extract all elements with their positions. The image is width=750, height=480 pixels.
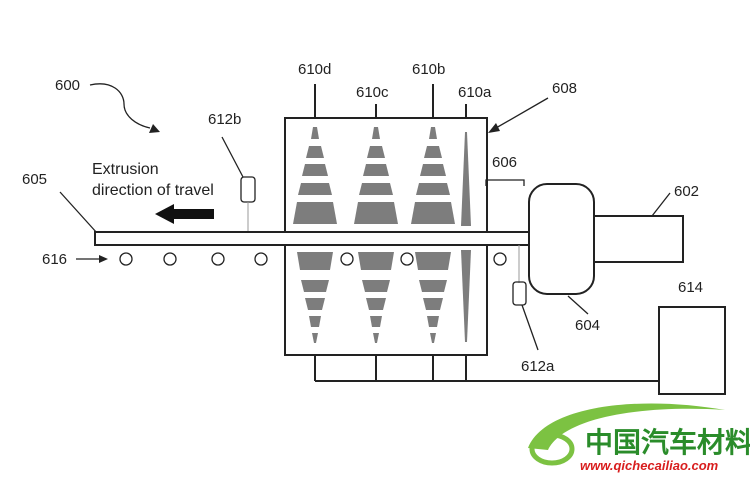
label-602: 602 [674, 183, 699, 200]
roller [340, 252, 354, 266]
leader-600-arrowhead [149, 124, 160, 133]
leader-608 [495, 97, 549, 129]
controller-614 [658, 306, 726, 395]
leader-608-arrowhead [488, 123, 500, 133]
watermark-ring [529, 432, 575, 466]
label-606: 606 [492, 154, 517, 171]
travel-arrow-head [155, 204, 174, 224]
label-600: 600 [55, 77, 80, 94]
roller [163, 252, 177, 266]
die-604 [528, 183, 595, 295]
heater-610b-lower-cone [415, 252, 451, 343]
watermark-brand: 中国汽车材料网 [585, 426, 750, 459]
leader-616-arrowhead [99, 255, 108, 263]
control-wiring [314, 355, 659, 382]
sensor-612a [512, 281, 527, 306]
caption-line-2: direction of travel [92, 182, 214, 199]
label-610d: 610d [298, 61, 331, 78]
heater-610d-lower-cone [297, 252, 333, 343]
leader-612b [221, 136, 244, 178]
label-612a: 612a [521, 358, 555, 375]
sensor-612b [240, 176, 256, 203]
heater-610b-upper-cone [411, 127, 455, 224]
watermark-swoosh [528, 403, 725, 450]
label-610a: 610a [458, 84, 492, 101]
leader-600 [89, 83, 151, 129]
heater-610c-lower-cone [358, 252, 394, 343]
heater-610a-upper-wedge [461, 132, 471, 226]
heater-610c-upper-cone [354, 127, 398, 224]
leader-602 [651, 192, 671, 217]
watermark-url: www.qichecailiao.com [580, 458, 719, 473]
heater-610d-upper-cone [293, 127, 337, 224]
leader-604 [567, 295, 589, 315]
travel-arrow-shaft [172, 209, 214, 219]
label-612b: 612b [208, 111, 241, 128]
label-610b: 610b [412, 61, 445, 78]
extrudate-605 [94, 231, 530, 246]
roller [211, 252, 225, 266]
label-616: 616 [42, 251, 67, 268]
watermark: 中国汽车材料网 www.qichecailiao.com [528, 403, 750, 473]
roller [400, 252, 414, 266]
caption-line-1: Extrusion [92, 161, 159, 178]
roller [493, 252, 507, 266]
label-614: 614 [678, 279, 703, 296]
roller [254, 252, 268, 266]
label-608: 608 [552, 80, 577, 97]
roller [119, 252, 133, 266]
extruder-602 [593, 215, 684, 263]
leader-605 [59, 191, 98, 234]
label-605: 605 [22, 171, 47, 188]
label-604: 604 [575, 317, 600, 334]
label-610c: 610c [356, 84, 389, 101]
heater-610a-lower-wedge [461, 250, 471, 342]
rollers-616 [119, 252, 507, 266]
leader-612a [521, 304, 539, 351]
gap-bracket-606 [485, 179, 525, 186]
